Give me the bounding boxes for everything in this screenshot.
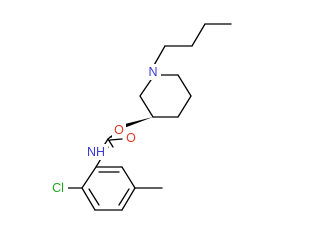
bond bbox=[81, 166, 97, 189]
bond bbox=[139, 76, 154, 97]
bond bbox=[139, 95, 154, 118]
molecule-structure: N O O NH Cl bbox=[52, 23, 232, 211]
bond bbox=[177, 74, 192, 97]
piperidine-ring bbox=[139, 74, 192, 118]
bond bbox=[121, 166, 136, 189]
ring-nitrogen-label: N bbox=[148, 65, 157, 79]
carbonyl-oxygen-label: O bbox=[126, 131, 136, 145]
bond bbox=[107, 138, 114, 148]
bond bbox=[109, 138, 123, 141]
bond bbox=[81, 187, 96, 211]
bond bbox=[191, 23, 206, 47]
bond bbox=[88, 188, 100, 206]
benzene-ring bbox=[65, 166, 163, 211]
ester-oxygen-label: O bbox=[114, 123, 124, 137]
bond bbox=[121, 187, 136, 211]
bond bbox=[152, 45, 166, 68]
bond bbox=[118, 188, 130, 206]
bond bbox=[177, 95, 192, 118]
chlorine-label: Cl bbox=[52, 181, 64, 195]
amide-nitrogen-label: NH bbox=[87, 145, 105, 159]
butyl-chain bbox=[152, 23, 232, 68]
wedge-bond bbox=[124, 117, 153, 128]
